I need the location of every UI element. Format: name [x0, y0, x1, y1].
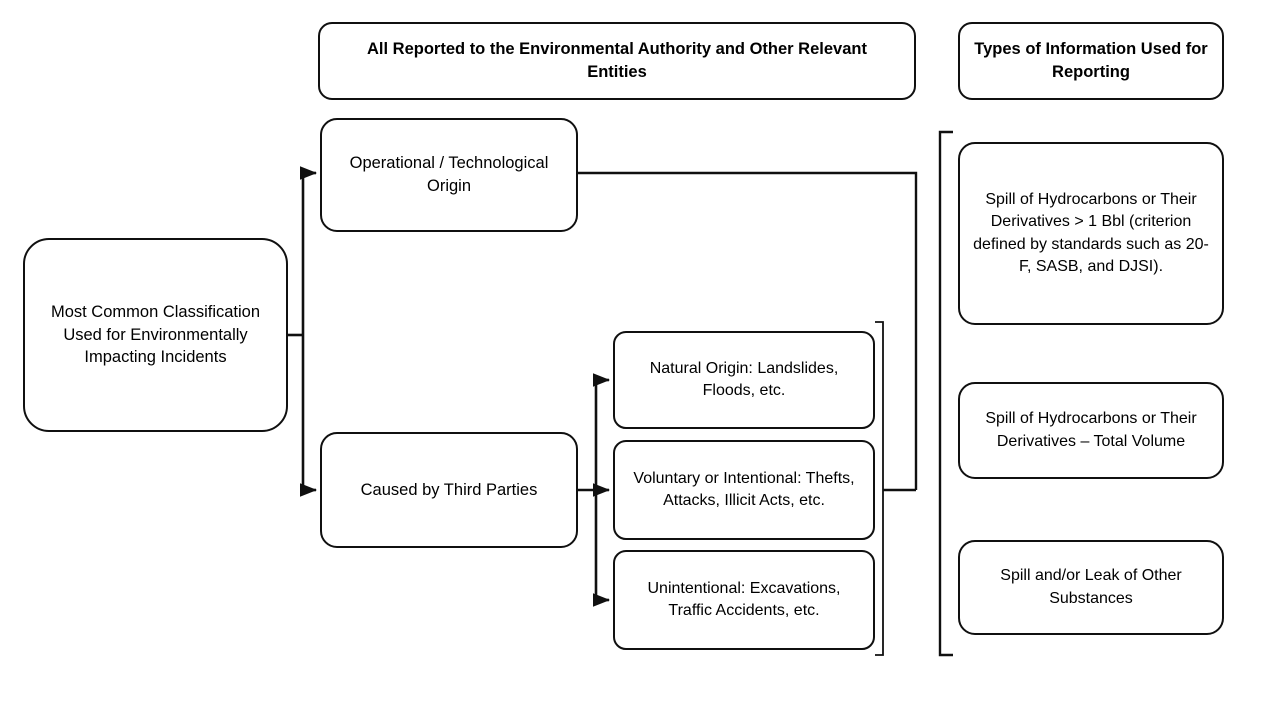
node-unintentional: Unintentional: Excavations, Traffic Acci…	[613, 550, 875, 650]
node-most-common-classification-label: Most Common Classification Used for Envi…	[50, 302, 261, 367]
node-voluntary-intentional-label: Voluntary or Intentional: Thefts, Attack…	[633, 469, 855, 509]
node-natural-origin: Natural Origin: Landslides, Floods, etc.	[613, 331, 875, 429]
connector-thirdparties-to-causes	[578, 373, 611, 607]
connector-root-to-categories	[288, 166, 318, 497]
node-spill-hydrocarbons-total-volume: Spill of Hydrocarbons or Their Derivativ…	[958, 382, 1224, 479]
node-voluntary-intentional: Voluntary or Intentional: Thefts, Attack…	[613, 440, 875, 540]
header-types-of-information: Types of Information Used for Reporting	[958, 22, 1224, 100]
node-operational-technological-origin-label: Operational / Technological Origin	[349, 154, 549, 195]
header-all-reported: All Reported to the Environmental Author…	[318, 22, 916, 100]
node-most-common-classification: Most Common Classification Used for Envi…	[23, 238, 288, 432]
node-operational-technological-origin: Operational / Technological Origin	[320, 118, 578, 232]
node-caused-by-third-parties: Caused by Third Parties	[320, 432, 578, 548]
connector-operational-to-merge	[578, 171, 918, 490]
node-spill-hydrocarbons-over-1-bbl: Spill of Hydrocarbons or Their Derivativ…	[958, 142, 1224, 325]
node-unintentional-label: Unintentional: Excavations, Traffic Acci…	[647, 579, 841, 619]
node-spill-leak-other-substances: Spill and/or Leak of Other Substances	[958, 540, 1224, 635]
header-types-of-information-label: Types of Information Used for Reporting	[974, 40, 1208, 81]
node-caused-by-third-parties-label: Caused by Third Parties	[360, 480, 538, 499]
node-spill-hydrocarbons-over-1-bbl-label: Spill of Hydrocarbons or Their Derivativ…	[973, 191, 1209, 275]
header-all-reported-label: All Reported to the Environmental Author…	[367, 40, 867, 81]
node-spill-leak-other-substances-label: Spill and/or Leak of Other Substances	[1000, 567, 1182, 607]
bracket-information-types	[938, 130, 953, 657]
node-natural-origin-label: Natural Origin: Landslides, Floods, etc.	[649, 359, 839, 399]
node-spill-hydrocarbons-total-volume-label: Spill of Hydrocarbons or Their Derivativ…	[985, 410, 1197, 450]
bracket-third-party-causes	[875, 321, 916, 656]
